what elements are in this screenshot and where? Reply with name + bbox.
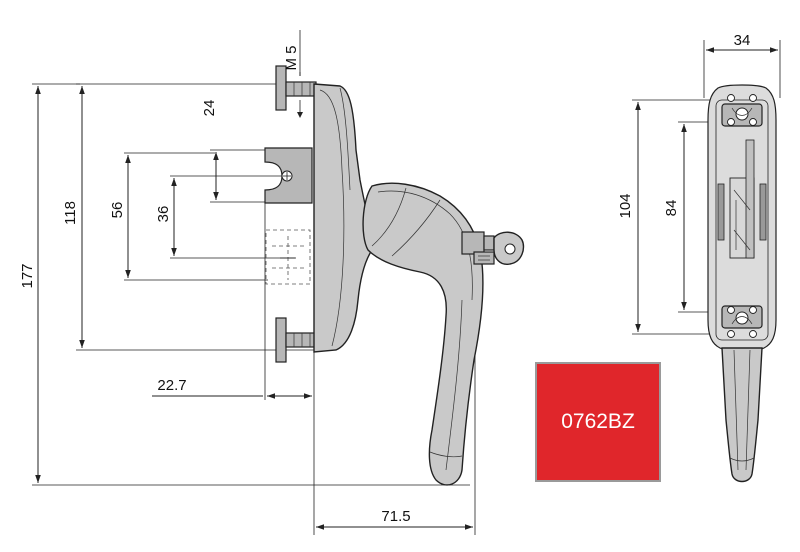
product-code-label: 0762BZ [561, 410, 635, 433]
dim-36-label: 36 [155, 206, 172, 223]
hidden-spindle [265, 229, 311, 285]
dim-84-label: 84 [663, 200, 680, 217]
side-view: M 5 177 118 24 56 36 22.7 71.5 [19, 30, 525, 535]
dimension-lines [35, 72, 473, 530]
dim-104-label: 104 [617, 193, 634, 218]
dim-118-label: 118 [62, 201, 79, 225]
dim-71-5-label: 71.5 [381, 508, 410, 525]
top-bracket [721, 94, 763, 127]
extension-lines [32, 30, 476, 535]
front-view: 34 104 84 [617, 32, 781, 483]
top-screw [275, 65, 317, 111]
dim-177-label: 177 [19, 263, 36, 288]
product-code-badge: 0762BZ [535, 362, 661, 482]
bottom-bracket [721, 305, 763, 338]
dim-22-7-label: 22.7 [157, 377, 186, 394]
handle-lever [362, 182, 484, 486]
dim-24-label: 24 [201, 100, 218, 117]
spindle [264, 147, 313, 204]
front-handle [721, 347, 763, 483]
dim-56-label: 56 [109, 202, 126, 219]
lock-cylinder-key [461, 231, 525, 265]
center-mechanism [717, 139, 767, 259]
dim-34-label: 34 [734, 32, 751, 49]
bottom-screw [275, 317, 317, 363]
dim-m5-label: M 5 [283, 45, 300, 70]
